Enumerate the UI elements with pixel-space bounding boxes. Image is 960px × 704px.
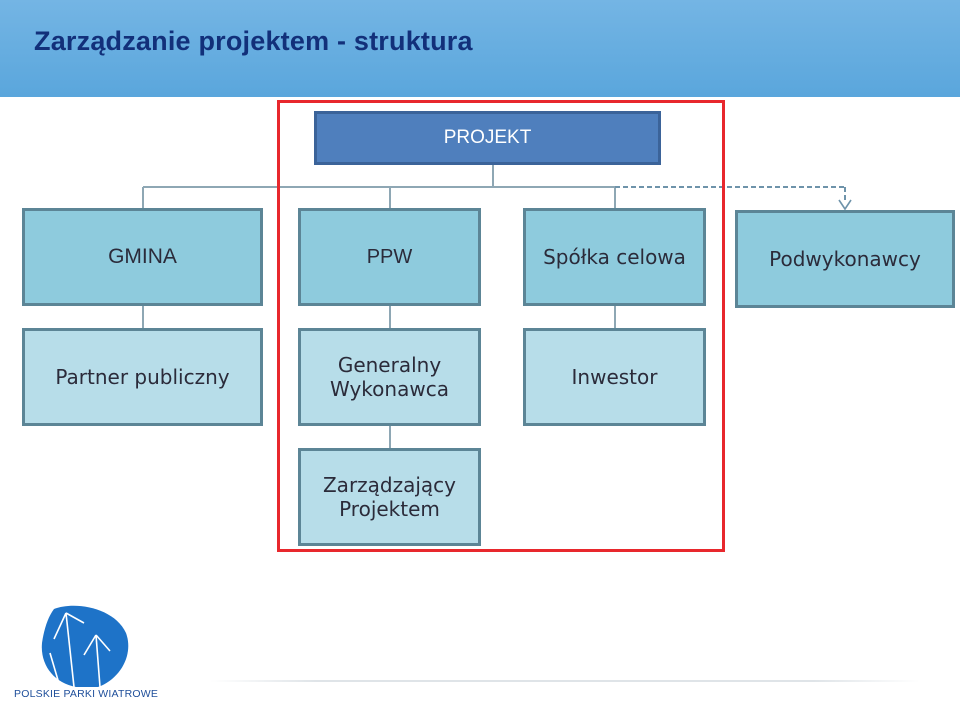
node-gmina: GMINA	[22, 208, 263, 306]
node-podwykonawcy: Podwykonawcy	[735, 210, 955, 308]
node-zarzadzajacy-projektem: Zarządzający Projektem	[298, 448, 481, 546]
node-partner-publiczny: Partner publiczny	[22, 328, 263, 426]
node-ppw: PPW	[298, 208, 481, 306]
logo-icon	[41, 605, 129, 688]
footer-divider	[210, 680, 920, 682]
page-title: Zarządzanie projektem - struktura	[34, 26, 473, 56]
node-generalny-wykonawca: Generalny Wykonawca	[298, 328, 481, 426]
header-bar: Zarządzanie projektem - struktura	[0, 0, 960, 97]
arrow-down-icon	[838, 199, 852, 211]
dashed-connector	[615, 186, 846, 203]
highlight-frame	[277, 100, 725, 552]
logo-text: POLSKIE PARKI WIATROWE	[14, 688, 159, 700]
node-inwestor: Inwestor	[523, 328, 706, 426]
node-projekt: PROJEKT	[314, 111, 661, 165]
node-spolka-celowa: Spółka celowa	[523, 208, 706, 306]
